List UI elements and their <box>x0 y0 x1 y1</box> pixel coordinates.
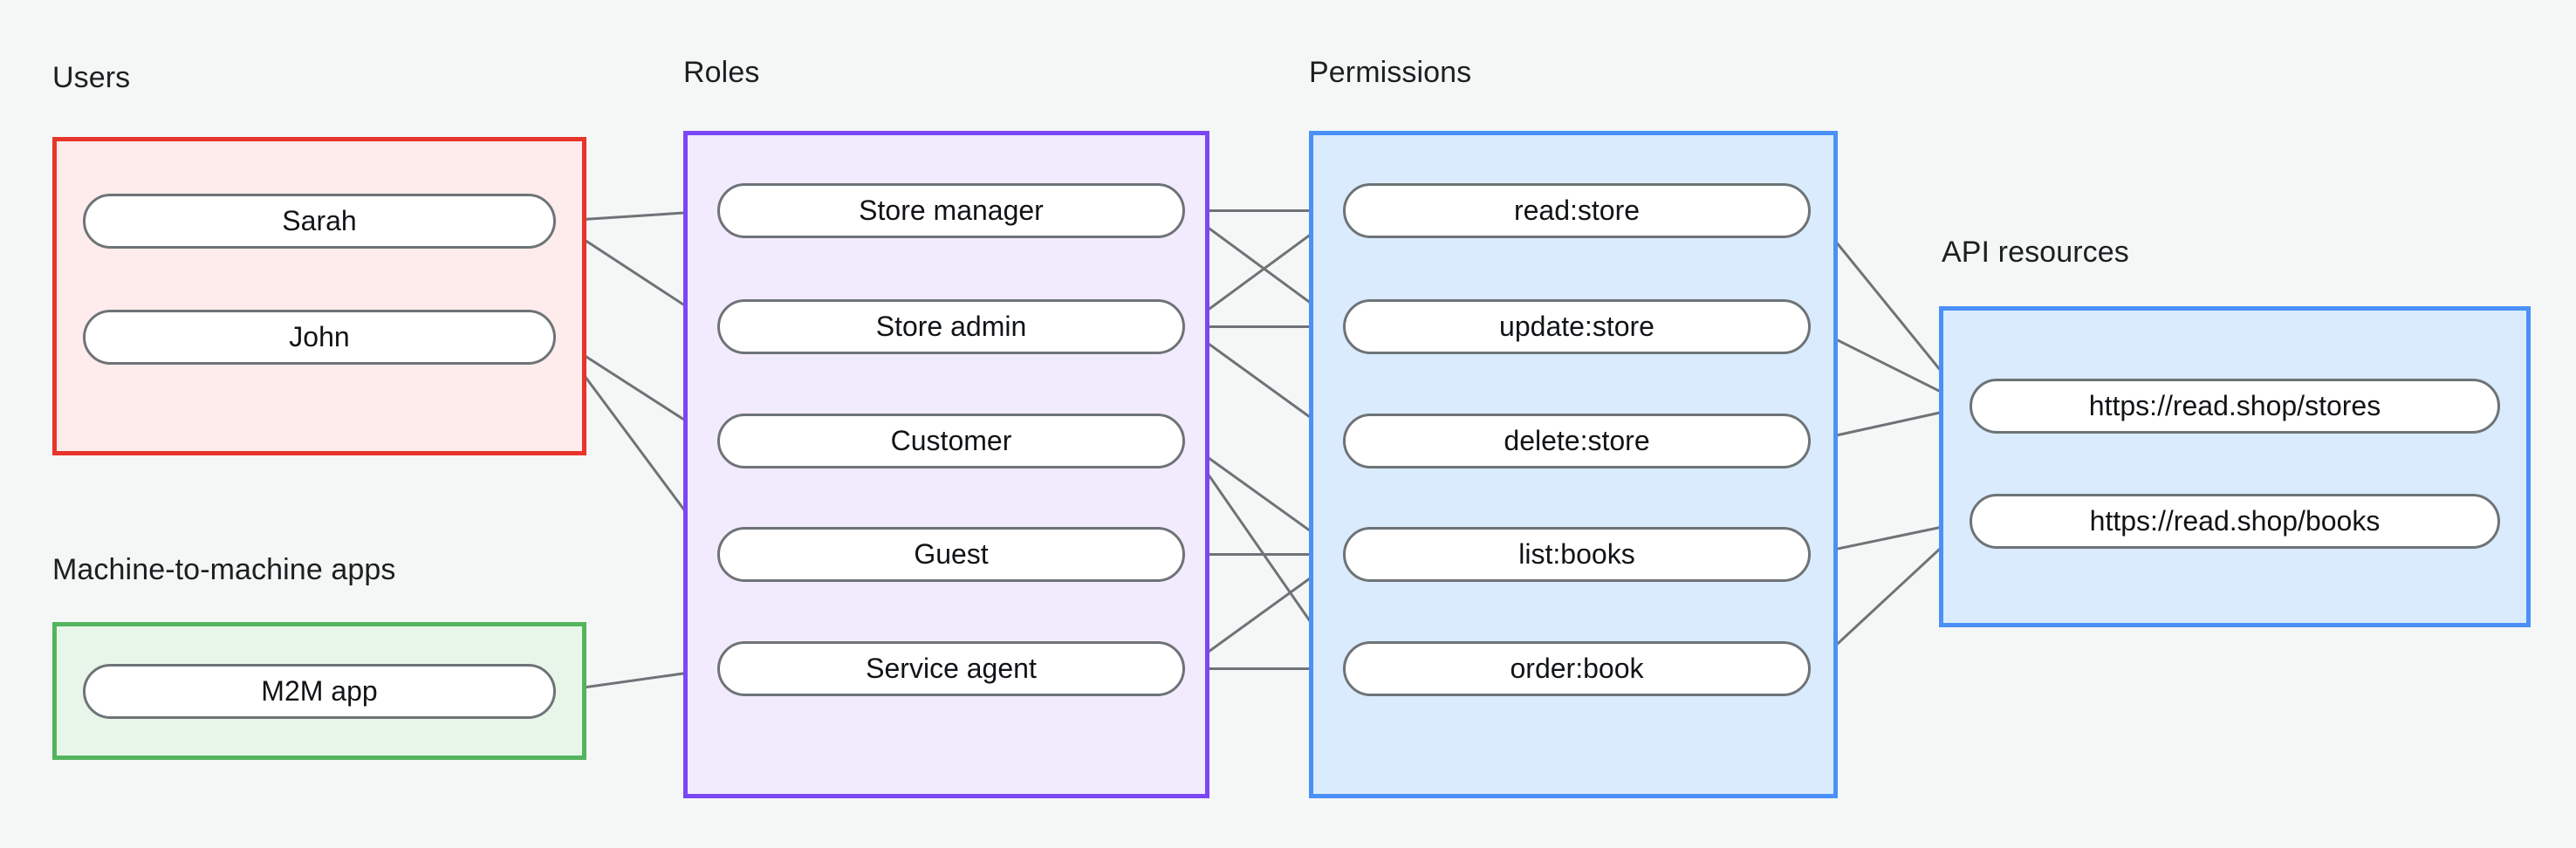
node-customer[interactable]: Customer <box>717 414 1185 468</box>
node-john[interactable]: John <box>83 310 556 365</box>
node-read-store[interactable]: read:store <box>1343 183 1811 238</box>
group-box-users <box>52 137 586 455</box>
node-res-books[interactable]: https://read.shop/books <box>1970 494 2500 549</box>
group-label-api-resources: API resources <box>1942 236 2129 269</box>
node-order-book[interactable]: order:book <box>1343 641 1811 696</box>
node-list-books[interactable]: list:books <box>1343 527 1811 582</box>
group-label-users: Users <box>52 61 131 94</box>
node-store-admin[interactable]: Store admin <box>717 299 1185 354</box>
node-store-manager[interactable]: Store manager <box>717 183 1185 238</box>
group-label-m2m: Machine-to-machine apps <box>52 553 396 586</box>
group-label-permissions: Permissions <box>1309 56 1472 89</box>
node-service-agent[interactable]: Service agent <box>717 641 1185 696</box>
node-res-stores[interactable]: https://read.shop/stores <box>1970 379 2500 434</box>
group-box-api-resources <box>1939 306 2531 627</box>
node-sarah[interactable]: Sarah <box>83 194 556 249</box>
group-label-roles: Roles <box>683 56 760 89</box>
node-delete-store[interactable]: delete:store <box>1343 414 1811 468</box>
node-m2m-app[interactable]: M2M app <box>83 664 556 719</box>
node-update-store[interactable]: update:store <box>1343 299 1811 354</box>
node-guest[interactable]: Guest <box>717 527 1185 582</box>
